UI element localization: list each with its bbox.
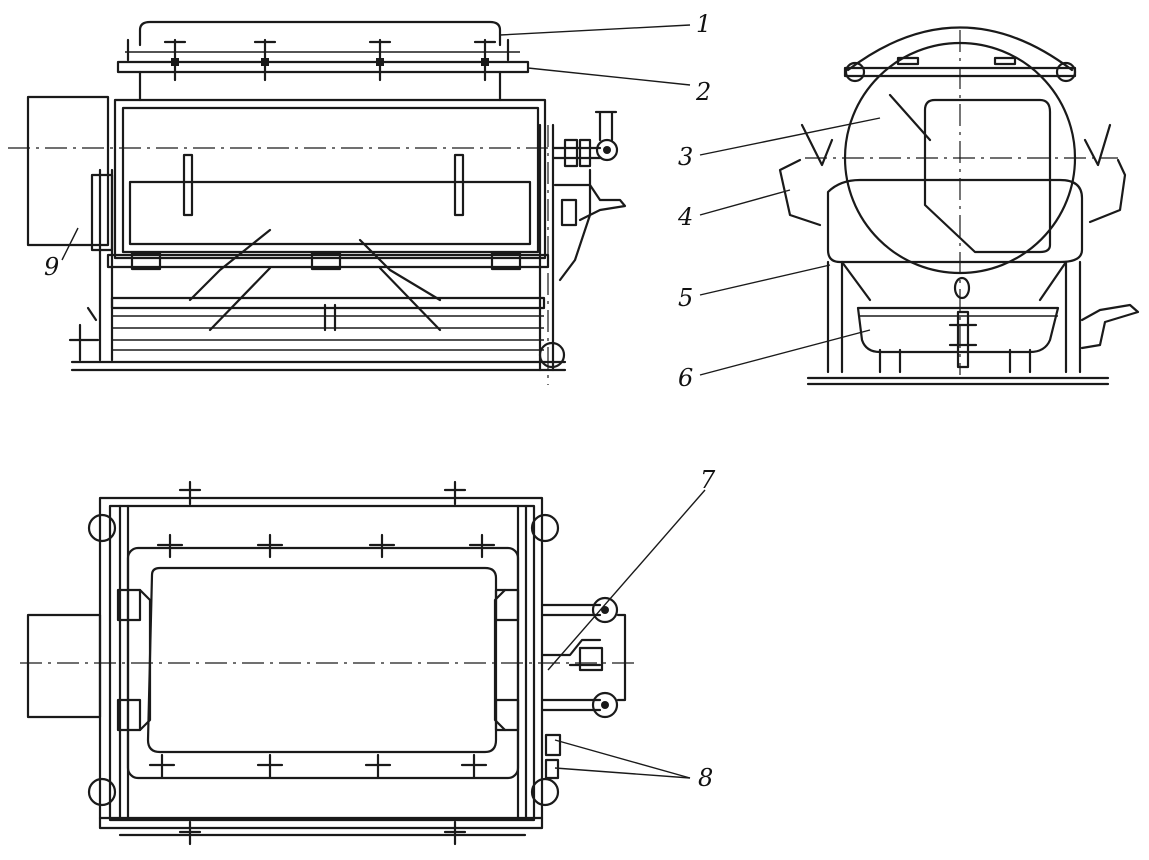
- plan-pipe-mid: [540, 638, 602, 667]
- front-view: [8, 20, 627, 385]
- plan-posts: [118, 504, 528, 820]
- leader-9: [61, 227, 79, 261]
- lever-block: [560, 198, 578, 227]
- leader-1: [499, 24, 691, 36]
- callout-9: 9: [44, 253, 59, 281]
- plan-valve-bottom-hub: [601, 701, 609, 709]
- upper-rail: [106, 253, 550, 269]
- leader-8b: [554, 767, 691, 779]
- plan-valve-top: [591, 596, 619, 624]
- leader-3: [699, 117, 881, 156]
- drum-window: [128, 180, 532, 246]
- plan-coupling: [578, 646, 604, 672]
- pipe-coupling: [563, 138, 579, 168]
- plan-motor-box: [26, 613, 102, 719]
- pipe-coupling-2: [578, 138, 592, 168]
- diagonal-braces: [188, 228, 442, 302]
- side-pipe: [558, 168, 592, 282]
- plan-fitting: [544, 733, 562, 757]
- rail-block-2: [310, 251, 342, 271]
- left-post: [98, 168, 114, 362]
- left-block-bottom: [116, 698, 142, 732]
- plan-pipes: [540, 603, 602, 712]
- callout-7: 7: [700, 466, 716, 494]
- callout-labels: 1 2 3 4 5 6 7 8 9: [44, 10, 716, 792]
- side-hinge-right: [1055, 61, 1077, 83]
- valve-hub: [603, 146, 611, 154]
- loading-hatch: [923, 98, 1052, 254]
- plan-valve-bottom: [591, 691, 619, 719]
- rail-block-1: [130, 251, 162, 271]
- valve-stem: [594, 110, 618, 142]
- handle-left: [778, 158, 822, 227]
- wheel-br: [530, 777, 560, 807]
- plan-clamps: [148, 533, 496, 779]
- leader-4: [699, 189, 791, 216]
- right-post: [538, 123, 555, 372]
- valve-wheel: [595, 138, 619, 162]
- drain-tap: [68, 306, 100, 362]
- side-body: [826, 178, 1084, 264]
- leader-7: [547, 489, 706, 671]
- plan-bypass: [616, 613, 627, 702]
- side-hinge-left: [844, 61, 866, 83]
- callout-5: 5: [678, 284, 693, 312]
- side-flaps: [800, 123, 1112, 167]
- leader-6: [699, 329, 871, 376]
- lid-slot-2: [993, 56, 1017, 66]
- callout-8: 8: [698, 764, 713, 792]
- right-block-top: [494, 588, 520, 622]
- foot-bolts: [878, 348, 1032, 374]
- callout-3: 3: [678, 143, 693, 171]
- lid-opening: [146, 566, 498, 754]
- bolt-nuts: [948, 323, 978, 347]
- leader-2: [527, 67, 691, 86]
- lower-frame: [110, 296, 546, 310]
- callout-4: 4: [677, 203, 693, 231]
- wheel: [538, 341, 566, 369]
- stirrer-arm: [888, 93, 932, 142]
- neck: [138, 70, 502, 102]
- side-legs: [826, 260, 1082, 374]
- callout-2: 2: [695, 78, 711, 106]
- plan-frame-bolts: [178, 480, 467, 846]
- wheel-bl: [87, 777, 117, 807]
- side-lid: [846, 26, 1074, 72]
- main-body: [113, 98, 547, 260]
- leg-fins: [840, 260, 1068, 302]
- plan-view: [20, 480, 640, 846]
- right-block-bottom: [494, 698, 520, 732]
- motor-box: [26, 95, 110, 247]
- handle-right: [1088, 158, 1127, 224]
- plan-fitting-2: [544, 758, 560, 780]
- lid-cover: [138, 20, 502, 47]
- center-bolt: [956, 310, 970, 369]
- leader-5: [699, 264, 831, 296]
- rail-block-3: [490, 251, 522, 271]
- leader-8a: [554, 739, 691, 779]
- slot-left: [182, 153, 194, 217]
- side-view: [778, 26, 1140, 386]
- slot-right: [453, 153, 465, 217]
- foot-pedal: [1080, 303, 1140, 350]
- leader-lines: [61, 24, 881, 779]
- clamp-bolts: [126, 38, 510, 82]
- flange-bar: [116, 60, 530, 74]
- callout-1: 1: [696, 10, 711, 38]
- center-support: [323, 303, 337, 332]
- opening-edges: [138, 588, 507, 732]
- drain-eye: [953, 276, 971, 300]
- inner-body: [121, 106, 540, 254]
- left-block-top: [116, 588, 142, 622]
- callout-6: 6: [678, 364, 693, 392]
- wheel-tr: [530, 513, 560, 543]
- wheel-tl: [87, 513, 117, 543]
- lid-slot-1: [896, 56, 920, 66]
